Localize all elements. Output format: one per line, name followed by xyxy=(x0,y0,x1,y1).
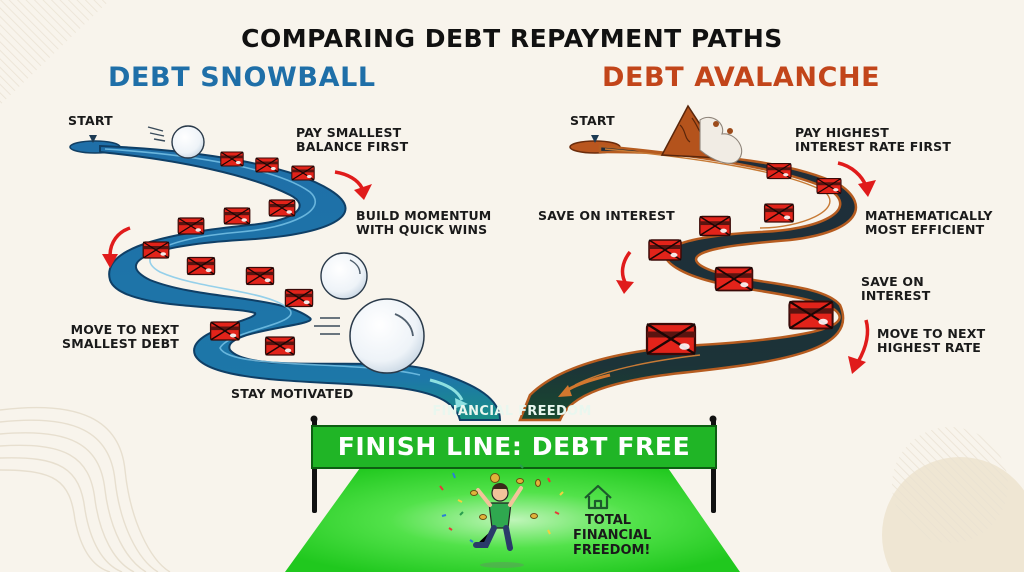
credit-card-crossed-icon xyxy=(245,266,275,286)
avalanche-label-save-interest-left: SAVE ON INTEREST xyxy=(538,208,675,223)
snowball-road xyxy=(69,140,502,421)
credit-card-crossed-icon xyxy=(766,162,792,180)
snowball-start-marker xyxy=(89,135,97,143)
curved-arrow-icon xyxy=(108,226,131,257)
credit-card-crossed-icon xyxy=(788,300,834,330)
credit-card-crossed-icon xyxy=(177,217,205,235)
jumping-person-icon xyxy=(473,483,523,551)
credit-card-crossed-icon xyxy=(714,266,754,292)
credit-card-crossed-icon xyxy=(284,288,314,308)
avalanche-start-label: START xyxy=(570,113,615,128)
curved-arrow-icon xyxy=(856,319,870,363)
finish-line-banner xyxy=(310,415,717,513)
curved-arrow-icon xyxy=(837,161,868,187)
snowball-label-next-smallest: MOVE TO NEXT SMALLEST DEBT xyxy=(62,322,180,351)
avalanche-label-save-interest-right: SAVE ON INTEREST xyxy=(861,274,931,303)
avalanche-start-marker xyxy=(591,135,599,143)
snowball-label-momentum: BUILD MOMENTUM WITH QUICK WINS xyxy=(356,208,492,237)
arrow-heads xyxy=(102,180,876,374)
page-title: COMPARING DEBT REPAYMENT PATHS xyxy=(241,24,783,53)
snowball-icon xyxy=(147,125,205,159)
avalanche-label-next-highest: MOVE TO NEXT HIGHEST RATE xyxy=(877,326,986,355)
snowball-icon-medium xyxy=(320,252,368,300)
curved-arrow-icon xyxy=(620,250,632,285)
snowball-start-label: START xyxy=(68,113,113,128)
coin-icon xyxy=(470,473,541,520)
avalanche-heading: DEBT AVALANCHE xyxy=(602,62,881,93)
credit-card-crossed-icon xyxy=(220,151,244,167)
avalanche-cards xyxy=(645,162,842,356)
avalanche-label-efficient: MATHEMATICALLY MOST EFFICIENT xyxy=(865,208,993,237)
credit-card-crossed-icon xyxy=(648,239,682,261)
snowball-label-motivated: STAY MOTIVATED xyxy=(231,386,354,401)
credit-card-crossed-icon xyxy=(264,336,296,356)
avalanche-mountain-icon xyxy=(660,104,743,164)
curved-arrow-icon xyxy=(334,170,364,189)
confetti-icon xyxy=(439,464,564,543)
finish-road xyxy=(285,468,740,572)
credit-card-crossed-icon xyxy=(291,165,315,181)
finish-line-text: FINISH LINE: DEBT FREE xyxy=(337,432,691,461)
credit-card-crossed-icon xyxy=(268,199,296,217)
financial-freedom-label: FINANCIAL FREEDOM xyxy=(432,404,592,419)
snowball-heading: DEBT SNOWBALL xyxy=(108,62,376,93)
credit-card-crossed-icon xyxy=(186,256,216,276)
avalanche-label-pay-highest: PAY HIGHEST INTEREST RATE FIRST xyxy=(795,125,952,154)
snowball-icon-large xyxy=(314,298,425,374)
credit-card-crossed-icon xyxy=(645,322,697,356)
total-freedom-label: TOTAL FINANCIAL FREEDOM! xyxy=(573,513,652,558)
snowball-label-pay-smallest: PAY SMALLEST BALANCE FIRST xyxy=(296,125,409,154)
avalanche-road xyxy=(518,140,858,422)
credit-card-crossed-icon xyxy=(816,177,842,195)
credit-card-crossed-icon xyxy=(142,241,170,259)
house-icon xyxy=(584,484,612,510)
celebration xyxy=(439,464,612,568)
credit-card-crossed-icon xyxy=(763,203,795,223)
credit-card-crossed-icon xyxy=(255,157,279,173)
credit-card-crossed-icon xyxy=(699,215,731,237)
credit-card-crossed-icon xyxy=(223,207,251,225)
credit-card-crossed-icon xyxy=(209,321,241,341)
